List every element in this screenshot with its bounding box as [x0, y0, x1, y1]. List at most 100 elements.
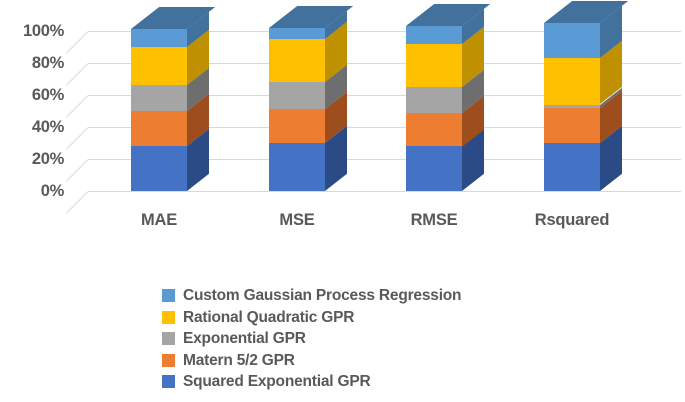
legend-item[interactable]: Custom Gaussian Process Regression [162, 285, 592, 307]
bar-top-face [269, 5, 354, 28]
bar-segment[interactable] [544, 5, 622, 59]
bar-rsquared[interactable] [544, 0, 629, 250]
bar-segment-front-face [406, 43, 462, 87]
bar-segment-front-face [269, 82, 325, 110]
x-axis-label-mae: MAE [140, 211, 178, 229]
bar-segment[interactable] [406, 95, 484, 147]
bar-top-face [406, 4, 491, 27]
bar-segment[interactable] [269, 125, 347, 191]
bar-segment-front-face [406, 87, 462, 113]
bar-segment[interactable] [131, 29, 209, 86]
bar-segment-side-face [325, 64, 347, 110]
bar-segment[interactable] [406, 69, 484, 113]
bar-segment[interactable] [406, 8, 484, 44]
y-axis-tick-label: 20% [31, 149, 64, 168]
legend-item-label: Rational Quadratic GPR [183, 308, 355, 326]
bar-segment-side-face [325, 92, 347, 143]
bar-segment-side-face [462, 69, 484, 113]
bar-segment-side-face [187, 68, 209, 111]
bar-segment[interactable] [544, 125, 622, 191]
bar-segment[interactable] [269, 64, 347, 110]
bar-segment[interactable] [131, 12, 209, 47]
gridline-depth [65, 127, 89, 150]
bar-segment[interactable] [131, 93, 209, 147]
gridline [88, 159, 681, 160]
bar-segment-side-face [187, 29, 209, 86]
legend-swatch-icon [162, 310, 175, 324]
bar-rmse[interactable] [406, 0, 491, 250]
gridline [88, 127, 681, 128]
gridline [88, 63, 681, 64]
gridline-depth [65, 63, 89, 86]
bar-segment-side-face [187, 12, 209, 47]
bar-segment-front-face [544, 107, 600, 143]
bar-segment-front-face [544, 104, 600, 108]
gridline-depth [65, 95, 89, 118]
bar-segment-front-face [131, 146, 187, 191]
bar-segment-front-face [406, 112, 462, 147]
bar-segment-front-face [131, 47, 187, 86]
bar-segment[interactable] [131, 128, 209, 191]
bar-segment-side-face [187, 93, 209, 147]
legend-swatch-icon [162, 353, 175, 367]
bar-segment[interactable] [269, 21, 347, 83]
bar-segment[interactable] [544, 40, 622, 105]
bar-segment-side-face [600, 125, 622, 191]
bar-segment-side-face [600, 87, 622, 108]
bar-segment-front-face [406, 146, 462, 191]
gridline [88, 191, 681, 192]
legend-item[interactable]: Exponential GPR [162, 328, 592, 350]
legend-item[interactable]: Squared Exponential GPR [162, 371, 592, 393]
bar-segment[interactable] [406, 128, 484, 191]
bar-segment[interactable] [269, 10, 347, 39]
bar-segment-side-face [600, 40, 622, 105]
plot-area: 100%80%60%40%20%0% [0, 0, 681, 250]
bar-segment-side-face [325, 21, 347, 83]
legend-item-label: Matern 5/2 GPR [183, 351, 295, 369]
bar-segment[interactable] [544, 90, 622, 143]
bar-segment-front-face [131, 85, 187, 111]
bar-segment-side-face [462, 26, 484, 87]
y-axis: 100%80%60%40%20%0% [0, 0, 64, 250]
y-axis-tick-label: 0% [40, 181, 65, 200]
bar-segment[interactable] [544, 87, 622, 108]
bar-segment-side-face [462, 95, 484, 147]
y-axis-tick-label: 40% [31, 117, 64, 136]
bar-segment-front-face [544, 58, 600, 105]
bar-segment[interactable] [269, 92, 347, 143]
bar-segment-front-face [544, 143, 600, 191]
legend-swatch-icon [162, 375, 175, 389]
bar-segment-front-face [406, 26, 462, 44]
bar-segment-front-face [269, 143, 325, 191]
bar-segment-front-face [269, 109, 325, 143]
gridline [88, 95, 681, 96]
bar-top-face [131, 7, 216, 30]
x-axis-label-rsquared: Rsquared [534, 211, 610, 229]
legend-item[interactable]: Matern 5/2 GPR [162, 350, 592, 372]
bar-mae[interactable] [131, 0, 216, 250]
bar-segment[interactable] [131, 68, 209, 111]
bar-top-face [544, 1, 629, 23]
gridline-depth [65, 159, 89, 182]
bar-segment-side-face [325, 125, 347, 191]
gridline [88, 31, 681, 32]
bar-segment-front-face [131, 111, 187, 147]
bar-segment-side-face [325, 10, 347, 39]
bar-segment-front-face [269, 39, 325, 83]
bar-segment-side-face [600, 90, 622, 143]
legend-swatch-icon [162, 289, 175, 303]
bar-segment-side-face [462, 8, 484, 44]
legend-swatch-icon [162, 332, 175, 346]
bar-mse[interactable] [269, 0, 354, 250]
y-axis-tick-label: 100% [22, 21, 64, 40]
bar-segment-side-face [600, 5, 622, 59]
bar-segment[interactable] [406, 26, 484, 87]
legend-item[interactable]: Rational Quadratic GPR [162, 307, 592, 329]
bar-segment-front-face [544, 23, 600, 59]
bar-segment-side-face [187, 128, 209, 191]
bar-segment-front-face [269, 27, 325, 39]
gridline-depth [65, 31, 89, 54]
